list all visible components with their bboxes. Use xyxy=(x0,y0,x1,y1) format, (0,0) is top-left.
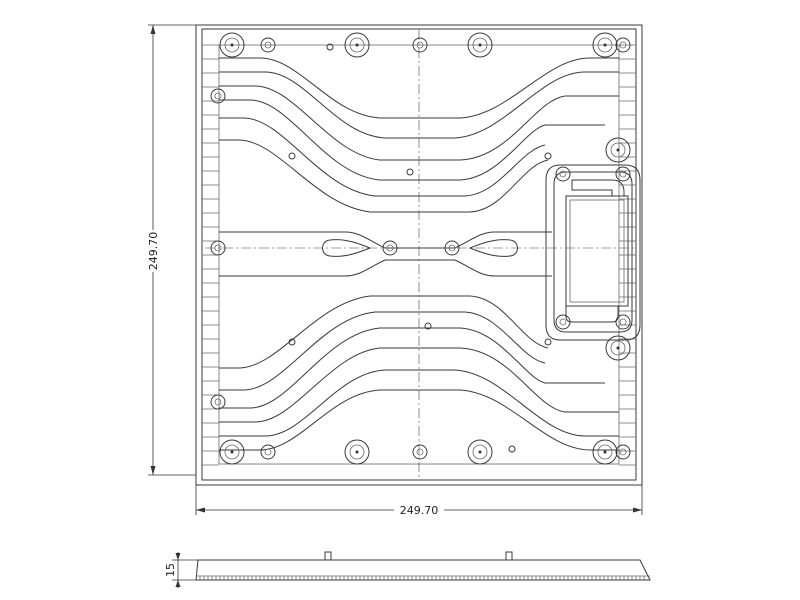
dimension-height: 249.70 xyxy=(146,24,196,476)
connector-cutout xyxy=(545,164,641,341)
large-mounting-hole xyxy=(219,439,245,465)
dimension-width: 249.70 xyxy=(195,485,643,517)
dimension-thickness: 15 xyxy=(164,552,198,588)
small-mounting-hole xyxy=(615,166,631,182)
large-mounting-hole xyxy=(592,32,618,58)
thickness-dimension-label: 15 xyxy=(164,563,177,577)
small-mounting-hole xyxy=(555,166,571,182)
width-dimension-label: 249.70 xyxy=(400,504,439,517)
small-mounting-hole xyxy=(412,444,428,460)
pin-hole xyxy=(424,322,432,330)
small-mounting-hole xyxy=(260,37,276,53)
large-mounting-hole xyxy=(219,32,245,58)
pin-hole xyxy=(326,43,334,51)
large-mounting-hole xyxy=(605,335,631,361)
pin-hole xyxy=(544,338,552,346)
outer-frame xyxy=(195,24,643,486)
large-mounting-hole xyxy=(592,439,618,465)
mounting-holes xyxy=(210,32,631,465)
large-mounting-hole xyxy=(605,137,631,163)
pin-hole xyxy=(288,152,296,160)
large-mounting-hole xyxy=(344,439,370,465)
small-mounting-hole xyxy=(382,240,398,256)
plan-view xyxy=(195,24,643,486)
small-mounting-hole xyxy=(615,444,631,460)
channel-curves xyxy=(219,57,619,451)
small-mounting-hole xyxy=(210,240,226,256)
large-mounting-hole xyxy=(467,32,493,58)
small-mounting-hole xyxy=(260,444,276,460)
inner-frame xyxy=(201,28,637,481)
side-view xyxy=(195,551,651,581)
small-mounting-hole xyxy=(555,314,571,330)
large-mounting-hole xyxy=(467,439,493,465)
pin-hole xyxy=(544,152,552,160)
small-mounting-hole xyxy=(412,37,428,53)
small-mounting-hole xyxy=(210,394,226,410)
side-ribs xyxy=(199,576,645,580)
small-mounting-hole xyxy=(615,314,631,330)
connector-slot xyxy=(565,195,629,307)
pin-hole xyxy=(406,168,414,176)
rib-lines-left xyxy=(202,44,219,466)
pin-hole xyxy=(288,338,296,346)
height-dimension-label: 249.70 xyxy=(147,232,160,271)
small-mounting-hole xyxy=(615,37,631,53)
small-mounting-hole xyxy=(210,88,226,104)
pin-hole xyxy=(508,445,516,453)
large-mounting-hole xyxy=(344,32,370,58)
small-mounting-hole xyxy=(444,240,460,256)
